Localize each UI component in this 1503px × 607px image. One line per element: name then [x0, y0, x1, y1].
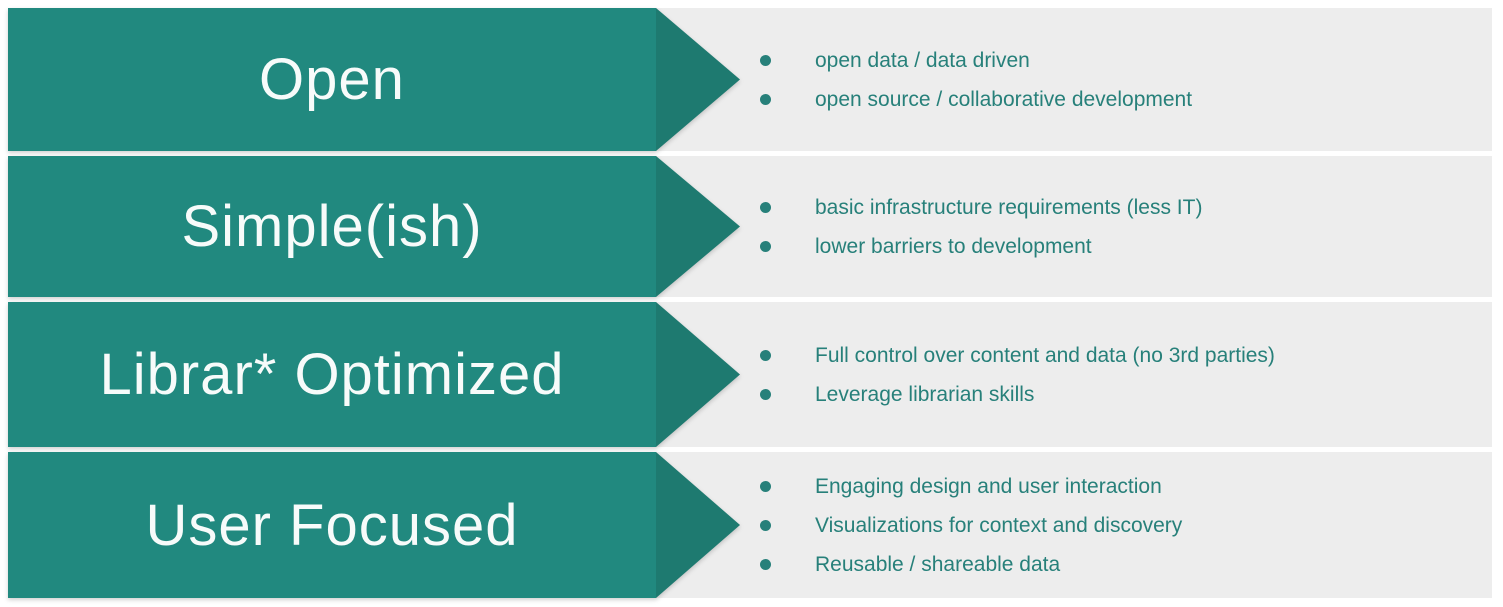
bullet-item: Visualizations for context and discovery — [760, 506, 1482, 545]
bullet-item: Full control over content and data (no 3… — [760, 336, 1482, 375]
bullet-dot-icon — [760, 93, 771, 105]
arrow-tip-icon — [656, 452, 740, 598]
arrow-tip-icon — [656, 8, 740, 151]
feature-row-librar-optimized: Librar* Optimized Full control over cont… — [8, 302, 1492, 447]
arrow-label: Open — [259, 47, 405, 112]
bullet-dot-icon — [760, 201, 771, 213]
bullet-item: open source / collaborative development — [760, 80, 1482, 119]
arrow-tip-icon — [656, 156, 740, 297]
arrow-body: Simple(ish) — [8, 156, 656, 297]
arrow-label: Librar* Optimized — [99, 342, 565, 407]
bullet-item: Reusable / shareable data — [760, 545, 1482, 584]
arrow-banner: Simple(ish) — [8, 156, 740, 297]
bullet-text: Leverage librarian skills — [815, 382, 1035, 406]
arrow-banner: Librar* Optimized — [8, 302, 740, 447]
bullet-dot-icon — [760, 519, 771, 531]
bullet-text: open source / collaborative development — [815, 87, 1193, 111]
bullet-dot-icon — [760, 480, 771, 492]
feature-row-user-focused: User Focused Engaging design and user in… — [8, 452, 1492, 598]
bullet-dot-icon — [760, 240, 771, 252]
bullet-dot-icon — [760, 558, 771, 570]
bullet-item: lower barriers to development — [760, 227, 1482, 266]
arrow-label: Simple(ish) — [181, 194, 483, 259]
feature-row-simple: Simple(ish) basic infrastructure require… — [8, 156, 1492, 297]
bullet-text: Full control over content and data (no 3… — [815, 343, 1275, 367]
arrow-tip-icon — [656, 302, 740, 447]
bullet-list: open data / data driven open source / co… — [760, 8, 1482, 151]
bullet-item: Engaging design and user interaction — [760, 467, 1482, 506]
arrow-body: User Focused — [8, 452, 656, 598]
arrow-body: Open — [8, 8, 656, 151]
bullet-item: open data / data driven — [760, 41, 1482, 80]
bullet-text: basic infrastructure requirements (less … — [815, 195, 1203, 219]
arrow-banner: Open — [8, 8, 740, 151]
bullet-list: Full control over content and data (no 3… — [760, 302, 1482, 447]
bullet-text: lower barriers to development — [815, 234, 1092, 258]
bullet-dot-icon — [760, 388, 771, 400]
arrow-body: Librar* Optimized — [8, 302, 656, 447]
bullet-item: Leverage librarian skills — [760, 375, 1482, 414]
arrow-label: User Focused — [145, 492, 519, 558]
bullet-text: Reusable / shareable data — [815, 552, 1061, 576]
bullet-dot-icon — [760, 54, 771, 66]
bullet-dot-icon — [760, 349, 771, 361]
bullet-list: basic infrastructure requirements (less … — [760, 156, 1482, 297]
bullet-list: Engaging design and user interaction Vis… — [760, 452, 1482, 598]
feature-row-open: Open open data / data driven open source… — [8, 8, 1492, 151]
bullet-text: Engaging design and user interaction — [815, 474, 1162, 498]
arrow-banner: User Focused — [8, 452, 740, 598]
bullet-text: open data / data driven — [815, 48, 1030, 72]
bullet-text: Visualizations for context and discovery — [815, 513, 1183, 537]
bullet-item: basic infrastructure requirements (less … — [760, 188, 1482, 227]
